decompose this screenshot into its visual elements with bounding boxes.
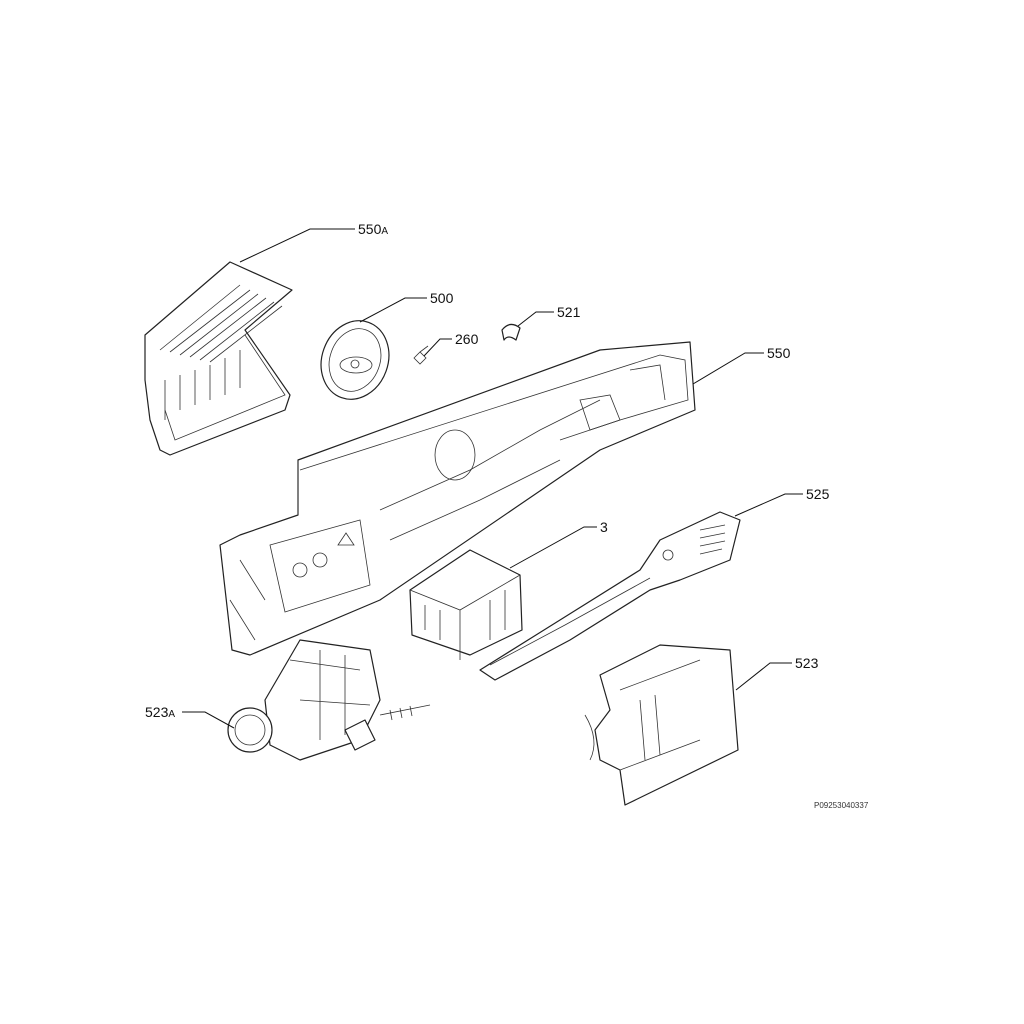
callout-521: 521 (557, 304, 581, 320)
part-3-module (409, 549, 523, 660)
callout-260: 260 (455, 331, 479, 347)
part-550a-grille-cover (144, 261, 293, 456)
part-260-clip (413, 345, 429, 365)
part-523-bracket-plate (584, 644, 739, 806)
callout-3: 3 (600, 519, 608, 535)
callout-550: 550 (767, 345, 791, 361)
leader-525 (734, 493, 803, 517)
callout-suffix: A (381, 226, 389, 237)
callout-523: 523 (795, 655, 819, 671)
leader-523a (182, 711, 235, 729)
callout-550a: 550A (358, 222, 388, 237)
callout-number: 550 (358, 221, 382, 237)
leader-521 (517, 311, 554, 327)
leader-500 (359, 297, 427, 323)
callout-suffix: A (168, 709, 176, 720)
callout-number: 523 (145, 704, 169, 720)
part-523a-switch-assembly (227, 639, 431, 761)
part-525-lever (479, 511, 741, 681)
leader-523 (735, 662, 792, 691)
leader-260 (423, 338, 452, 357)
leader-3 (509, 526, 597, 569)
leader-550 (692, 352, 764, 385)
part-521-bracket (501, 323, 521, 341)
callout-525: 525 (806, 486, 830, 502)
callout-500: 500 (430, 290, 454, 306)
part-500-knob (320, 320, 390, 400)
leader-550a (239, 228, 355, 263)
callout-523a: 523A (145, 705, 175, 720)
part-550-control-panel (219, 341, 696, 656)
drawing-code: P09253040337 (814, 801, 869, 810)
